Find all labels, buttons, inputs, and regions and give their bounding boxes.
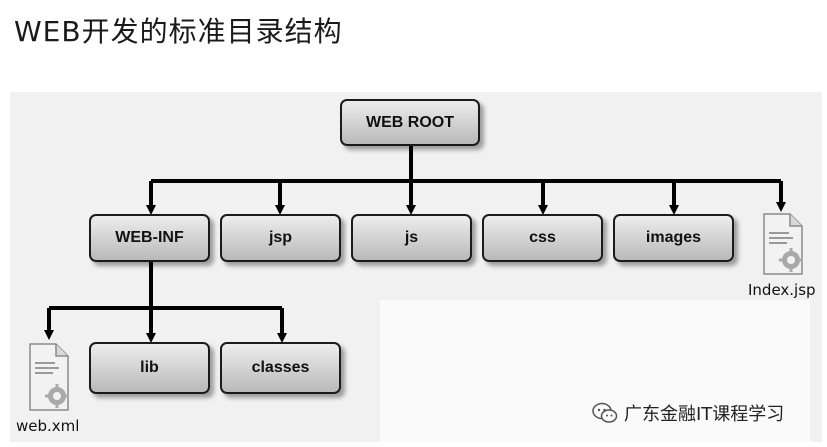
node-jsp: jsp — [220, 214, 341, 262]
node-web-root: WEB ROOT — [340, 99, 480, 146]
file-label-webxml: web.xml — [16, 417, 80, 435]
node-css: css — [482, 214, 603, 262]
file-gear-icon — [763, 213, 803, 275]
node-js: js — [351, 214, 472, 262]
file-gear-icon — [29, 343, 69, 411]
node-classes: classes — [220, 342, 341, 394]
diagram-title: WEB开发的标准目录结构 — [14, 15, 343, 48]
watermark-text: 广东金融IT课程学习 — [624, 404, 785, 425]
file-label-index: Index.jsp — [748, 281, 816, 299]
watermark: 广东金融IT课程学习 — [592, 400, 784, 426]
wechat-icon — [592, 402, 618, 423]
node-web-inf: WEB-INF — [89, 214, 210, 262]
panel-highlight — [380, 300, 810, 442]
node-lib: lib — [89, 342, 210, 394]
node-images: images — [613, 214, 734, 262]
